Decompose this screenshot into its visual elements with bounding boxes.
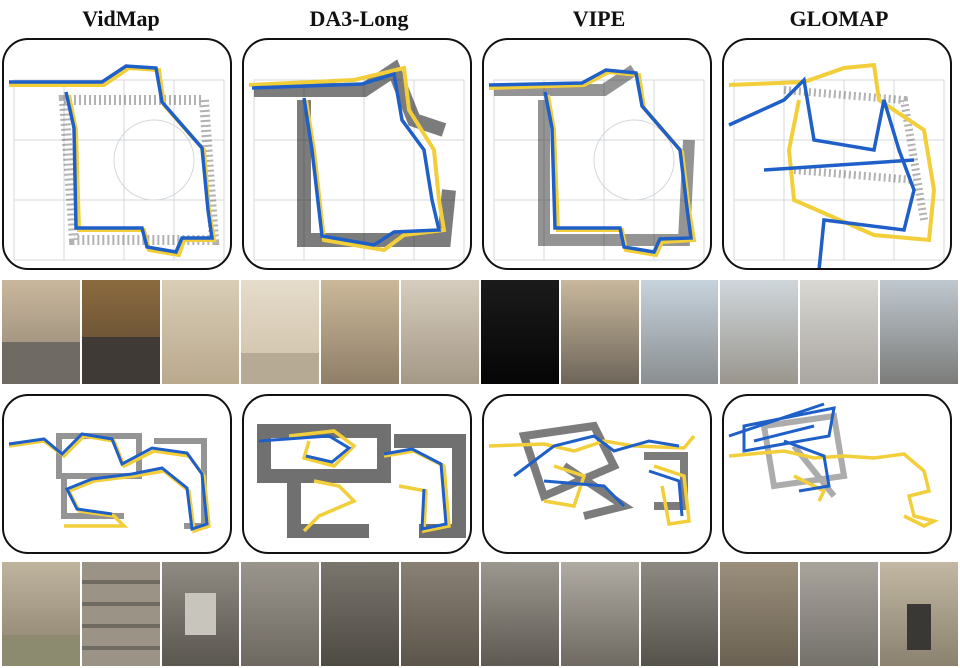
panel-da3-long-indoor	[242, 38, 472, 270]
photo-frame	[880, 562, 958, 666]
photo-frame	[2, 280, 80, 384]
photo-frame	[2, 562, 80, 666]
panel-glomap-indoor	[722, 38, 952, 270]
point-cloud	[257, 424, 466, 538]
photo-frame	[161, 562, 240, 666]
point-cloud	[254, 59, 456, 247]
photo-frame	[560, 280, 639, 384]
photo-frame	[800, 562, 879, 666]
trajectory-plot-glomap-bunker	[728, 402, 940, 528]
panel-vidmap-indoor	[2, 38, 232, 270]
trajectory-plot-vidmap-bunker	[8, 432, 211, 534]
ground-truth-trajectory	[728, 449, 940, 528]
photo-frame	[321, 280, 400, 384]
estimated-trajectory	[251, 71, 442, 247]
photo-strip-indoor	[2, 280, 958, 384]
photo-frame	[241, 562, 320, 666]
photo-frame	[81, 562, 160, 666]
estimated-trajectory	[9, 64, 215, 254]
point-cloud	[58, 95, 220, 245]
panel-da3-long-bunker	[242, 394, 472, 554]
estimated-trajectory	[513, 434, 684, 517]
photo-frame	[161, 280, 240, 384]
estimated-trajectory	[728, 402, 836, 493]
estimated-trajectory	[258, 434, 448, 531]
trajectory-plot-glomap-indoor	[728, 62, 945, 268]
photo-frame	[720, 562, 799, 666]
trajectory-plot-da3-long-indoor	[248, 59, 465, 261]
photo-frame	[241, 280, 320, 384]
ground-truth-trajectory	[488, 434, 696, 526]
trajectory-plot-da3-long-bunker	[257, 424, 466, 538]
photo-frame	[560, 562, 639, 666]
trajectory-plot-vidmap-indoor	[9, 64, 225, 261]
estimated-trajectory	[8, 432, 209, 532]
photo-frame	[480, 280, 559, 384]
photo-strip-bunker	[2, 562, 958, 666]
photo-frame	[720, 280, 799, 384]
ground-truth-trajectory	[728, 62, 937, 243]
column-title-vipe: VIPE	[572, 6, 626, 31]
panel-vipe-indoor	[482, 38, 712, 270]
photo-frame	[480, 562, 559, 666]
floorplan-background	[493, 79, 705, 261]
estimated-trajectory	[488, 68, 693, 254]
column-title-vidmap: VidMap	[82, 6, 160, 31]
point-cloud	[494, 65, 695, 246]
trajectory-plot-vipe-bunker	[488, 421, 696, 526]
panel-glomap-bunker	[722, 394, 952, 554]
point-cloud	[783, 86, 928, 221]
floorplan-background	[13, 79, 225, 261]
estimated-trajectory	[728, 76, 916, 268]
photo-frame	[800, 280, 879, 384]
panel-vipe-bunker	[482, 394, 712, 554]
photo-frame	[640, 562, 719, 666]
photo-frame	[880, 280, 958, 384]
trajectory-plot-vipe-indoor	[488, 65, 705, 261]
panel-vidmap-bunker	[2, 394, 232, 554]
photo-frame	[401, 280, 479, 384]
column-title-da3-long: DA3-Long	[309, 6, 409, 31]
photo-frame	[401, 562, 479, 666]
photo-frame	[640, 280, 719, 384]
photo-frame	[321, 562, 400, 666]
ground-truth-trajectory	[9, 65, 217, 258]
column-title-glomap: GLOMAP	[789, 6, 889, 31]
photo-frame	[81, 280, 160, 384]
